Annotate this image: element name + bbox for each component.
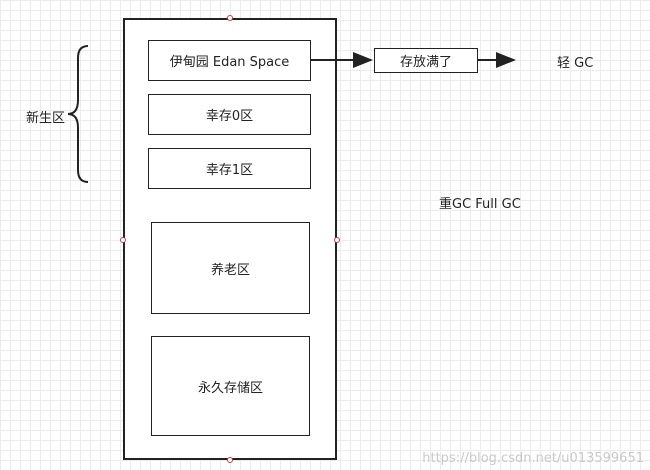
survivor-0-box[interactable]: 幸存0区 [148,94,311,135]
old-gen-label: 养老区 [210,262,250,278]
top-handle[interactable] [227,15,233,21]
survivor-1-box[interactable]: 幸存1区 [148,148,311,189]
watermark: https://blog.csdn.net/u013599651 [422,451,644,466]
young-gen-brace [67,45,89,183]
eden-space-box[interactable]: 伊甸园 Edan Space [148,40,311,81]
right-handle[interactable] [334,237,340,243]
perm-gen-label: 永久存储区 [197,380,263,396]
survivor-0-label: 幸存0区 [205,109,254,124]
survivor-1-label: 幸存1区 [205,163,254,178]
major-gc-label: 重GC Full GC [439,197,521,212]
full-label: 存放满了 [399,55,452,70]
eden-space-label: 伊甸园 Edan Space [169,55,290,70]
left-handle[interactable] [120,237,126,243]
bottom-handle[interactable] [227,457,233,463]
old-gen-box[interactable]: 养老区 [151,222,310,314]
full-box[interactable]: 存放满了 [374,48,478,73]
perm-gen-box[interactable]: 永久存储区 [151,336,310,436]
minor-gc-label: 轻 GC [557,56,594,71]
young-gen-label: 新生区 [26,111,66,126]
